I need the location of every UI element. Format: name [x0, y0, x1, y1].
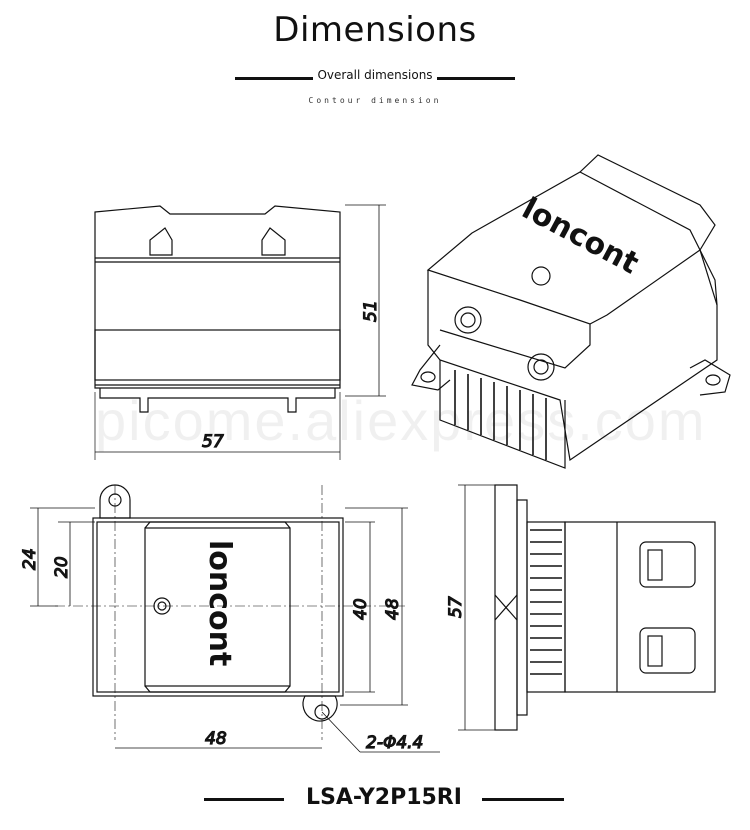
- top-view: [30, 484, 440, 753]
- page-title: Dimensions: [273, 10, 477, 50]
- dim-hole-offset-inner: 20: [52, 556, 72, 578]
- subtitle-rule-right: [437, 77, 515, 80]
- dim-side-height: 57: [446, 596, 466, 618]
- iso-brand-label: loncont: [516, 191, 644, 281]
- dim-top-width-outer: 48: [383, 598, 403, 620]
- top-brand-label: loncont: [202, 540, 237, 666]
- dim-front-height: 51: [361, 300, 381, 322]
- dim-top-width-inner: 40: [351, 598, 371, 620]
- subtitle-row: Overall dimensions: [235, 68, 515, 86]
- side-view: [458, 484, 716, 731]
- iso-view: [411, 154, 731, 469]
- dim-hole-spec: 2-Φ4.4: [366, 733, 423, 753]
- subtitle-rule-left: [235, 77, 313, 80]
- footer-rule-left: [204, 798, 284, 801]
- subtitle: Overall dimensions: [317, 68, 433, 82]
- dim-hole-offset-outer: 24: [20, 548, 40, 570]
- front-view: [94, 204, 386, 460]
- watermark: picome.aliexpress.com: [95, 389, 707, 452]
- subtitle-secondary: Contour dimension: [308, 96, 442, 105]
- dim-front-width: 57: [202, 432, 224, 452]
- footer-row: LSA-Y2P15RI: [204, 785, 564, 815]
- footer-rule-right: [482, 798, 564, 801]
- dim-top-length: 48: [205, 729, 227, 749]
- model-label: LSA-Y2P15RI: [306, 785, 462, 810]
